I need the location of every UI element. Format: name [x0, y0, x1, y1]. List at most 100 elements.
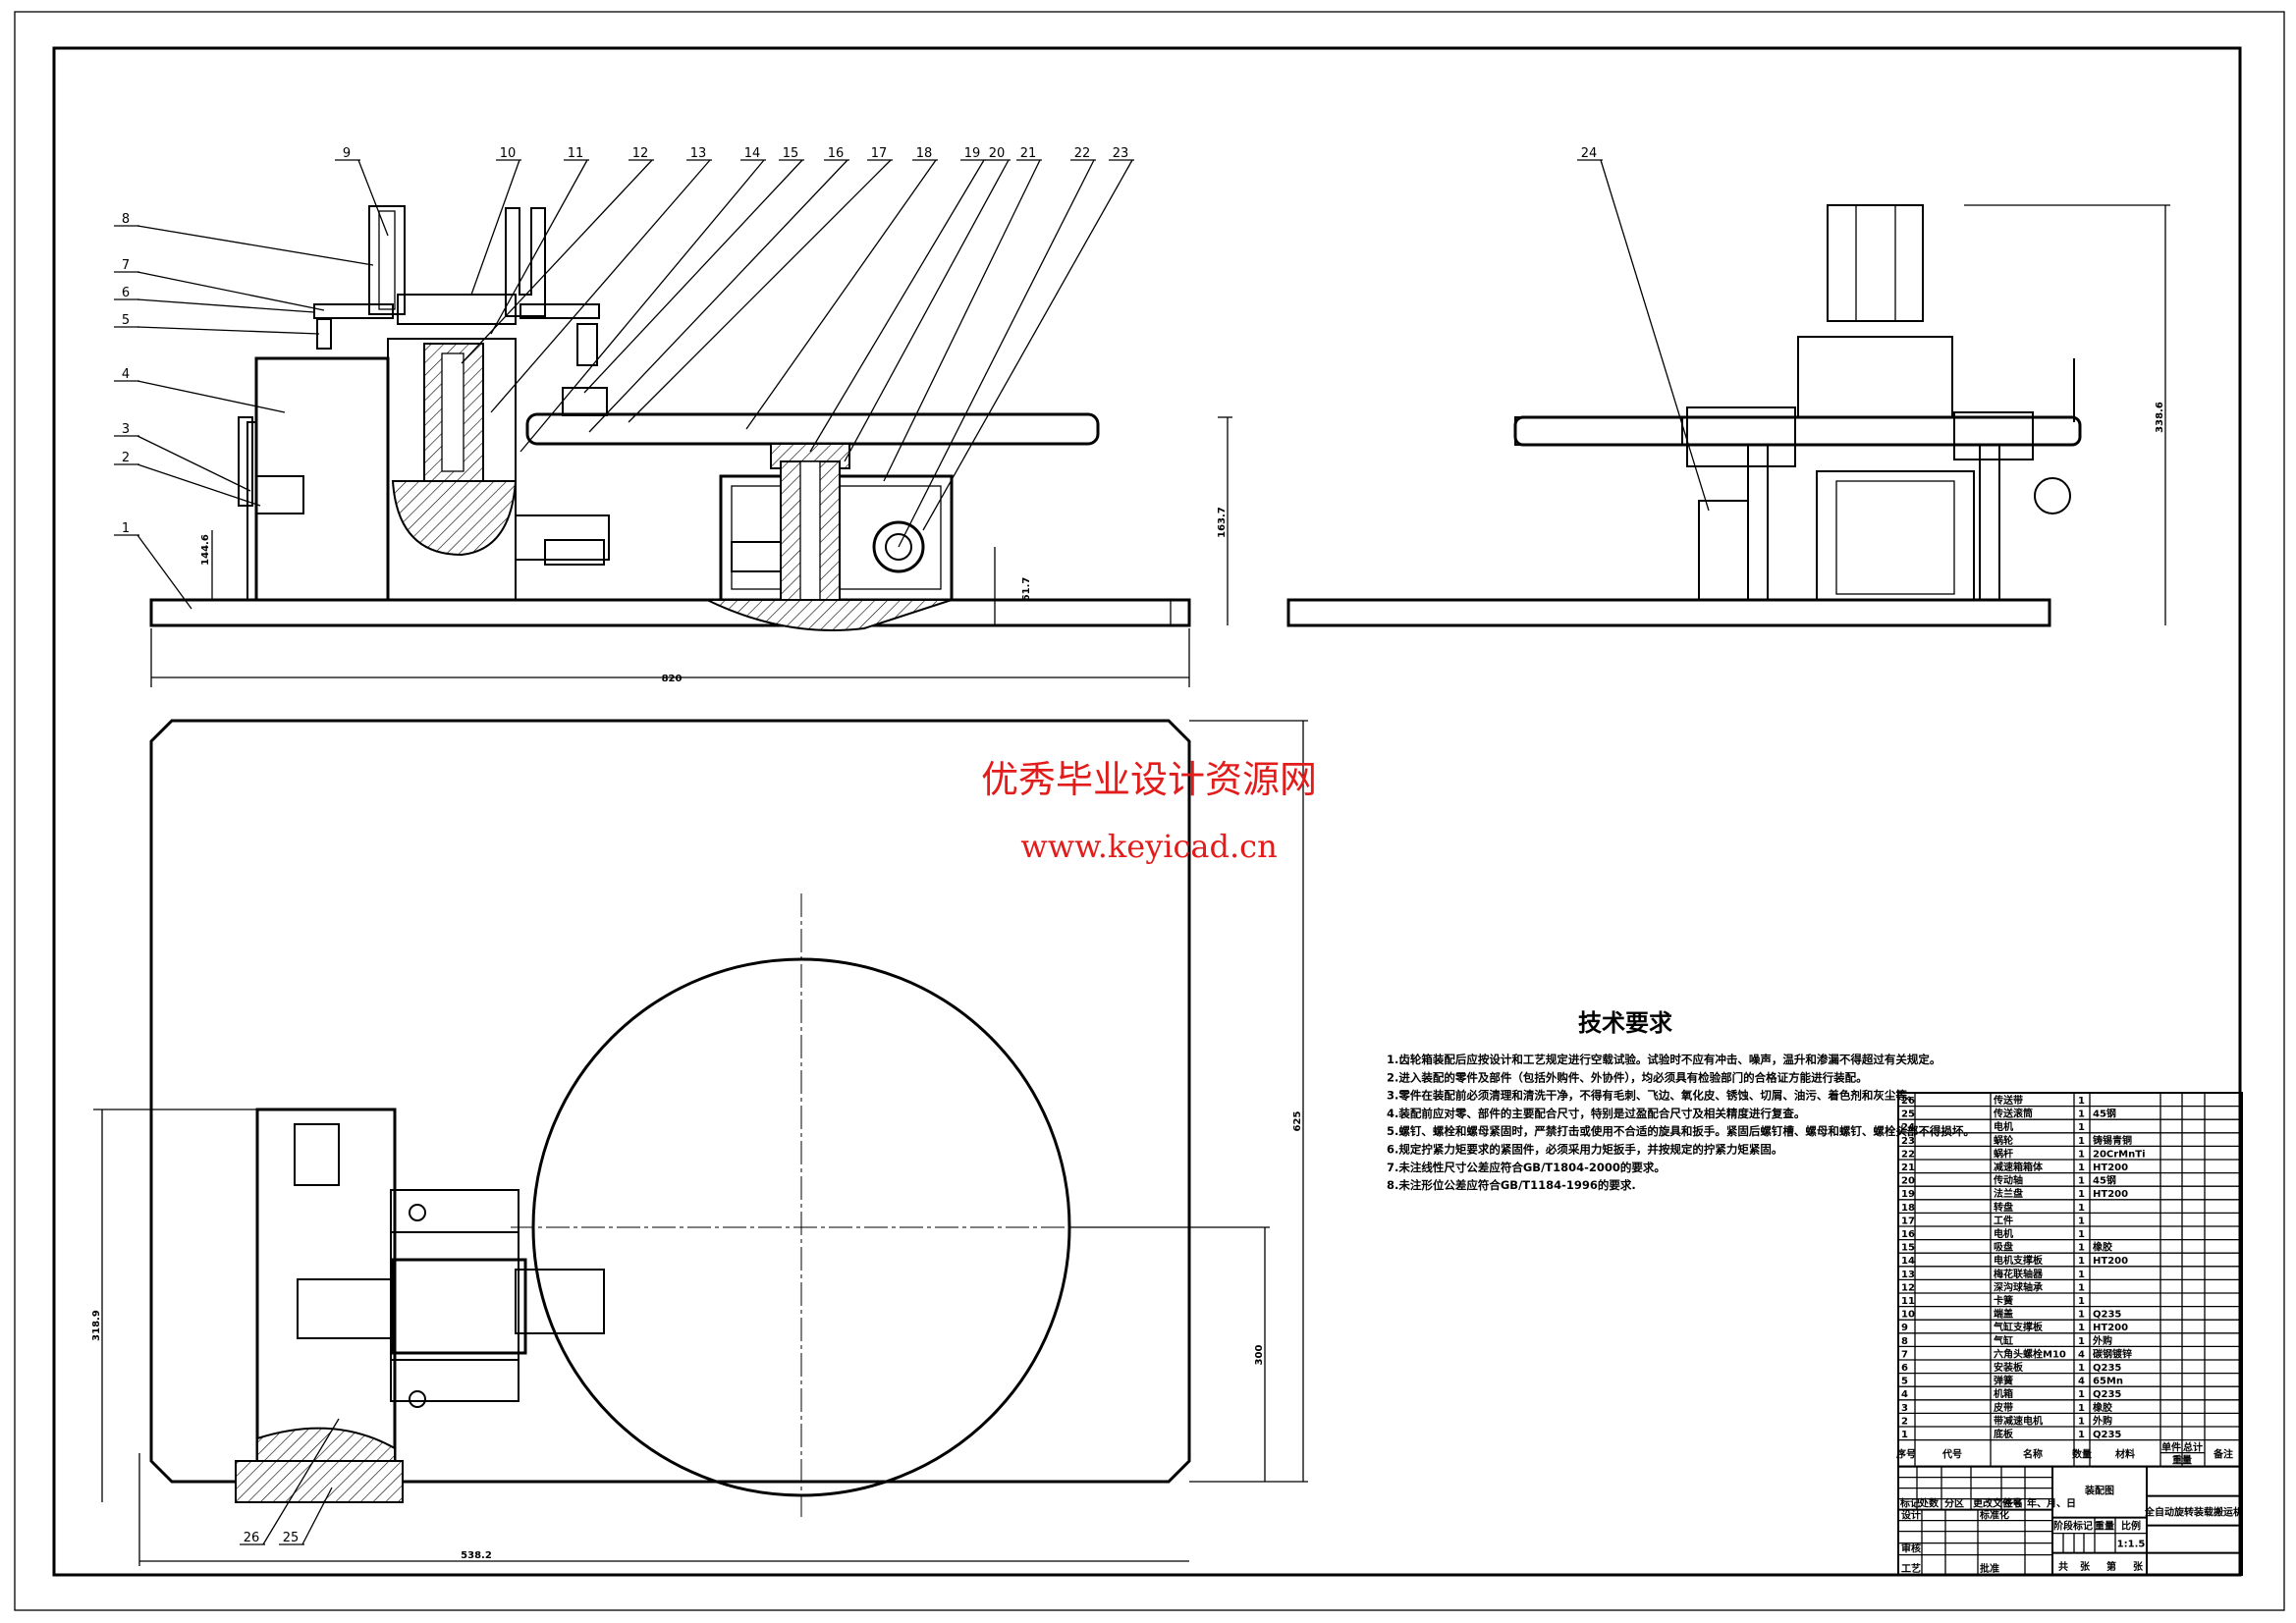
front-view — [149, 205, 1191, 632]
leader-line — [628, 159, 892, 423]
turntable — [525, 412, 1100, 446]
balloon-20: 20 — [989, 146, 1006, 161]
leader-line — [137, 463, 261, 507]
leader-line — [745, 159, 937, 430]
part-qty: 1 — [2078, 1310, 2085, 1321]
balloon-22: 22 — [1074, 146, 1091, 161]
balloon-11: 11 — [568, 146, 584, 161]
part-material: Q235 — [2093, 1363, 2121, 1374]
balloon-4: 4 — [122, 367, 130, 382]
part-material: HT200 — [2093, 1163, 2128, 1173]
part-number: 25 — [1901, 1109, 1915, 1120]
balloon-10: 10 — [500, 146, 517, 161]
leader-line — [1600, 159, 1710, 512]
balloon-14: 14 — [744, 146, 761, 161]
part-material: 橡胶 — [2093, 1401, 2112, 1414]
motor-box — [254, 356, 390, 602]
part-name: 安装板 — [1994, 1361, 2024, 1374]
leader-lines — [114, 159, 1710, 1545]
part-number: 5 — [1901, 1377, 1908, 1387]
header-code: 代号 — [1941, 1448, 1962, 1461]
label-review: 审核 — [1901, 1542, 1921, 1555]
balloon-5: 5 — [122, 313, 130, 328]
top-base-plate — [149, 719, 1191, 1484]
part-number: 3 — [1901, 1403, 1908, 1414]
part-material: 45钢 — [2093, 1108, 2116, 1120]
part-material: 碳钢镀锌 — [2093, 1347, 2132, 1360]
part-name: 转盘 — [1994, 1201, 2013, 1214]
part-name: 工件 — [1994, 1214, 2013, 1226]
leader-line — [922, 159, 1133, 531]
part-number: 16 — [1901, 1229, 1915, 1240]
label-sheet-unit2: 张 — [2133, 1560, 2144, 1573]
part-material: 橡胶 — [2093, 1241, 2112, 1254]
part-number: 24 — [1901, 1122, 1915, 1133]
leader-line — [490, 159, 588, 335]
part-qty: 1 — [2078, 1270, 2085, 1280]
top-view — [149, 719, 1191, 1517]
drawing-type: 装配图 — [2084, 1485, 2114, 1497]
tech-requirements-title: 技术要求 — [1578, 1009, 1672, 1037]
part-number: 17 — [1901, 1216, 1915, 1226]
header-total: 总计 — [2183, 1441, 2203, 1454]
leader-line — [883, 159, 1041, 482]
revision-header: 分区 — [1944, 1497, 1964, 1510]
part-number: 14 — [1901, 1256, 1915, 1267]
part-name: 六角头螺栓M10 — [1994, 1347, 2066, 1360]
part-name: 皮带 — [1993, 1401, 2013, 1414]
scale-value: 1:1.5 — [2117, 1540, 2146, 1550]
part-name: 电机 — [1994, 1227, 2013, 1240]
label-process: 工艺 — [1901, 1562, 1921, 1575]
balloon-19: 19 — [964, 146, 981, 161]
part-qty: 1 — [2078, 1416, 2085, 1427]
leader-line — [898, 159, 1095, 548]
part-number: 8 — [1901, 1336, 1908, 1347]
balloon-16: 16 — [828, 146, 845, 161]
revision-header: 标记 — [1899, 1497, 1920, 1510]
part-number: 9 — [1901, 1323, 1908, 1333]
dim-side-height: 338.6 — [2155, 402, 2165, 433]
watermark-url: www.keyicad.cn — [1020, 828, 1277, 865]
part-number: 4 — [1901, 1389, 1908, 1400]
leader-line — [461, 159, 653, 364]
revision-header: 更改文件号 — [1973, 1497, 2022, 1510]
part-qty: 1 — [2078, 1256, 2085, 1267]
part-name: 气缸 — [1993, 1334, 2013, 1347]
part-qty: 4 — [2078, 1377, 2085, 1387]
part-qty: 1 — [2078, 1323, 2085, 1333]
part-qty: 1 — [2078, 1176, 2085, 1187]
part-material: Q235 — [2093, 1310, 2121, 1321]
balloon-26: 26 — [244, 1531, 260, 1545]
leader-line — [137, 298, 315, 313]
part-material: 45钢 — [2093, 1174, 2116, 1187]
part-name: 带减速电机 — [1994, 1414, 2043, 1427]
leader-line — [301, 1487, 333, 1545]
side-view — [1286, 204, 2082, 627]
tech-requirement-item: 5.螺钉、螺栓和螺母紧固时，严禁打击或使用不合适的旋具和扳手。紧固后螺钉槽、螺母… — [1387, 1124, 1975, 1138]
balloon-18: 18 — [916, 146, 933, 161]
part-number: 11 — [1901, 1296, 1915, 1307]
balloon-17: 17 — [871, 146, 888, 161]
label-design: 设计 — [1901, 1509, 1921, 1522]
part-number: 23 — [1901, 1136, 1915, 1147]
title-block: 标记处数分区更改文件号签名年、月、日设计标准化审核工艺批准装配图阶段标记重量比例… — [1897, 1465, 2243, 1576]
part-qty: 1 — [2078, 1216, 2085, 1226]
tech-requirement-item: 2.进入装配的零件及部件（包括外购件、外协件），均必须具有检验部门的合格证方能进… — [1387, 1070, 1868, 1084]
part-name: 传送带 — [1993, 1094, 2023, 1107]
header-remark: 备注 — [2213, 1448, 2233, 1461]
leader-line — [357, 159, 389, 237]
revision-header: 处数 — [1918, 1497, 1940, 1510]
label-weight: 重量 — [2095, 1520, 2114, 1533]
part-name: 梅花联轴器 — [1994, 1268, 2044, 1280]
part-name: 弹簧 — [1994, 1375, 2013, 1387]
tech-requirement-item: 1.齿轮箱装配后应按设计和工艺规定进行空载试验。试验时不应有冲击、噪声，温升和渗… — [1387, 1053, 1941, 1066]
part-number: 12 — [1901, 1282, 1915, 1293]
base-plate — [149, 598, 1191, 627]
part-name: 底板 — [1994, 1428, 2014, 1440]
balloon-13: 13 — [690, 146, 707, 161]
part-material: HT200 — [2093, 1189, 2128, 1200]
header-qty: 数量 — [2072, 1448, 2092, 1461]
tech-requirement-item: 8.未注形位公差应符合GB/T1184-1996的要求. — [1387, 1178, 1636, 1192]
drawing-frame — [52, 46, 2242, 1577]
